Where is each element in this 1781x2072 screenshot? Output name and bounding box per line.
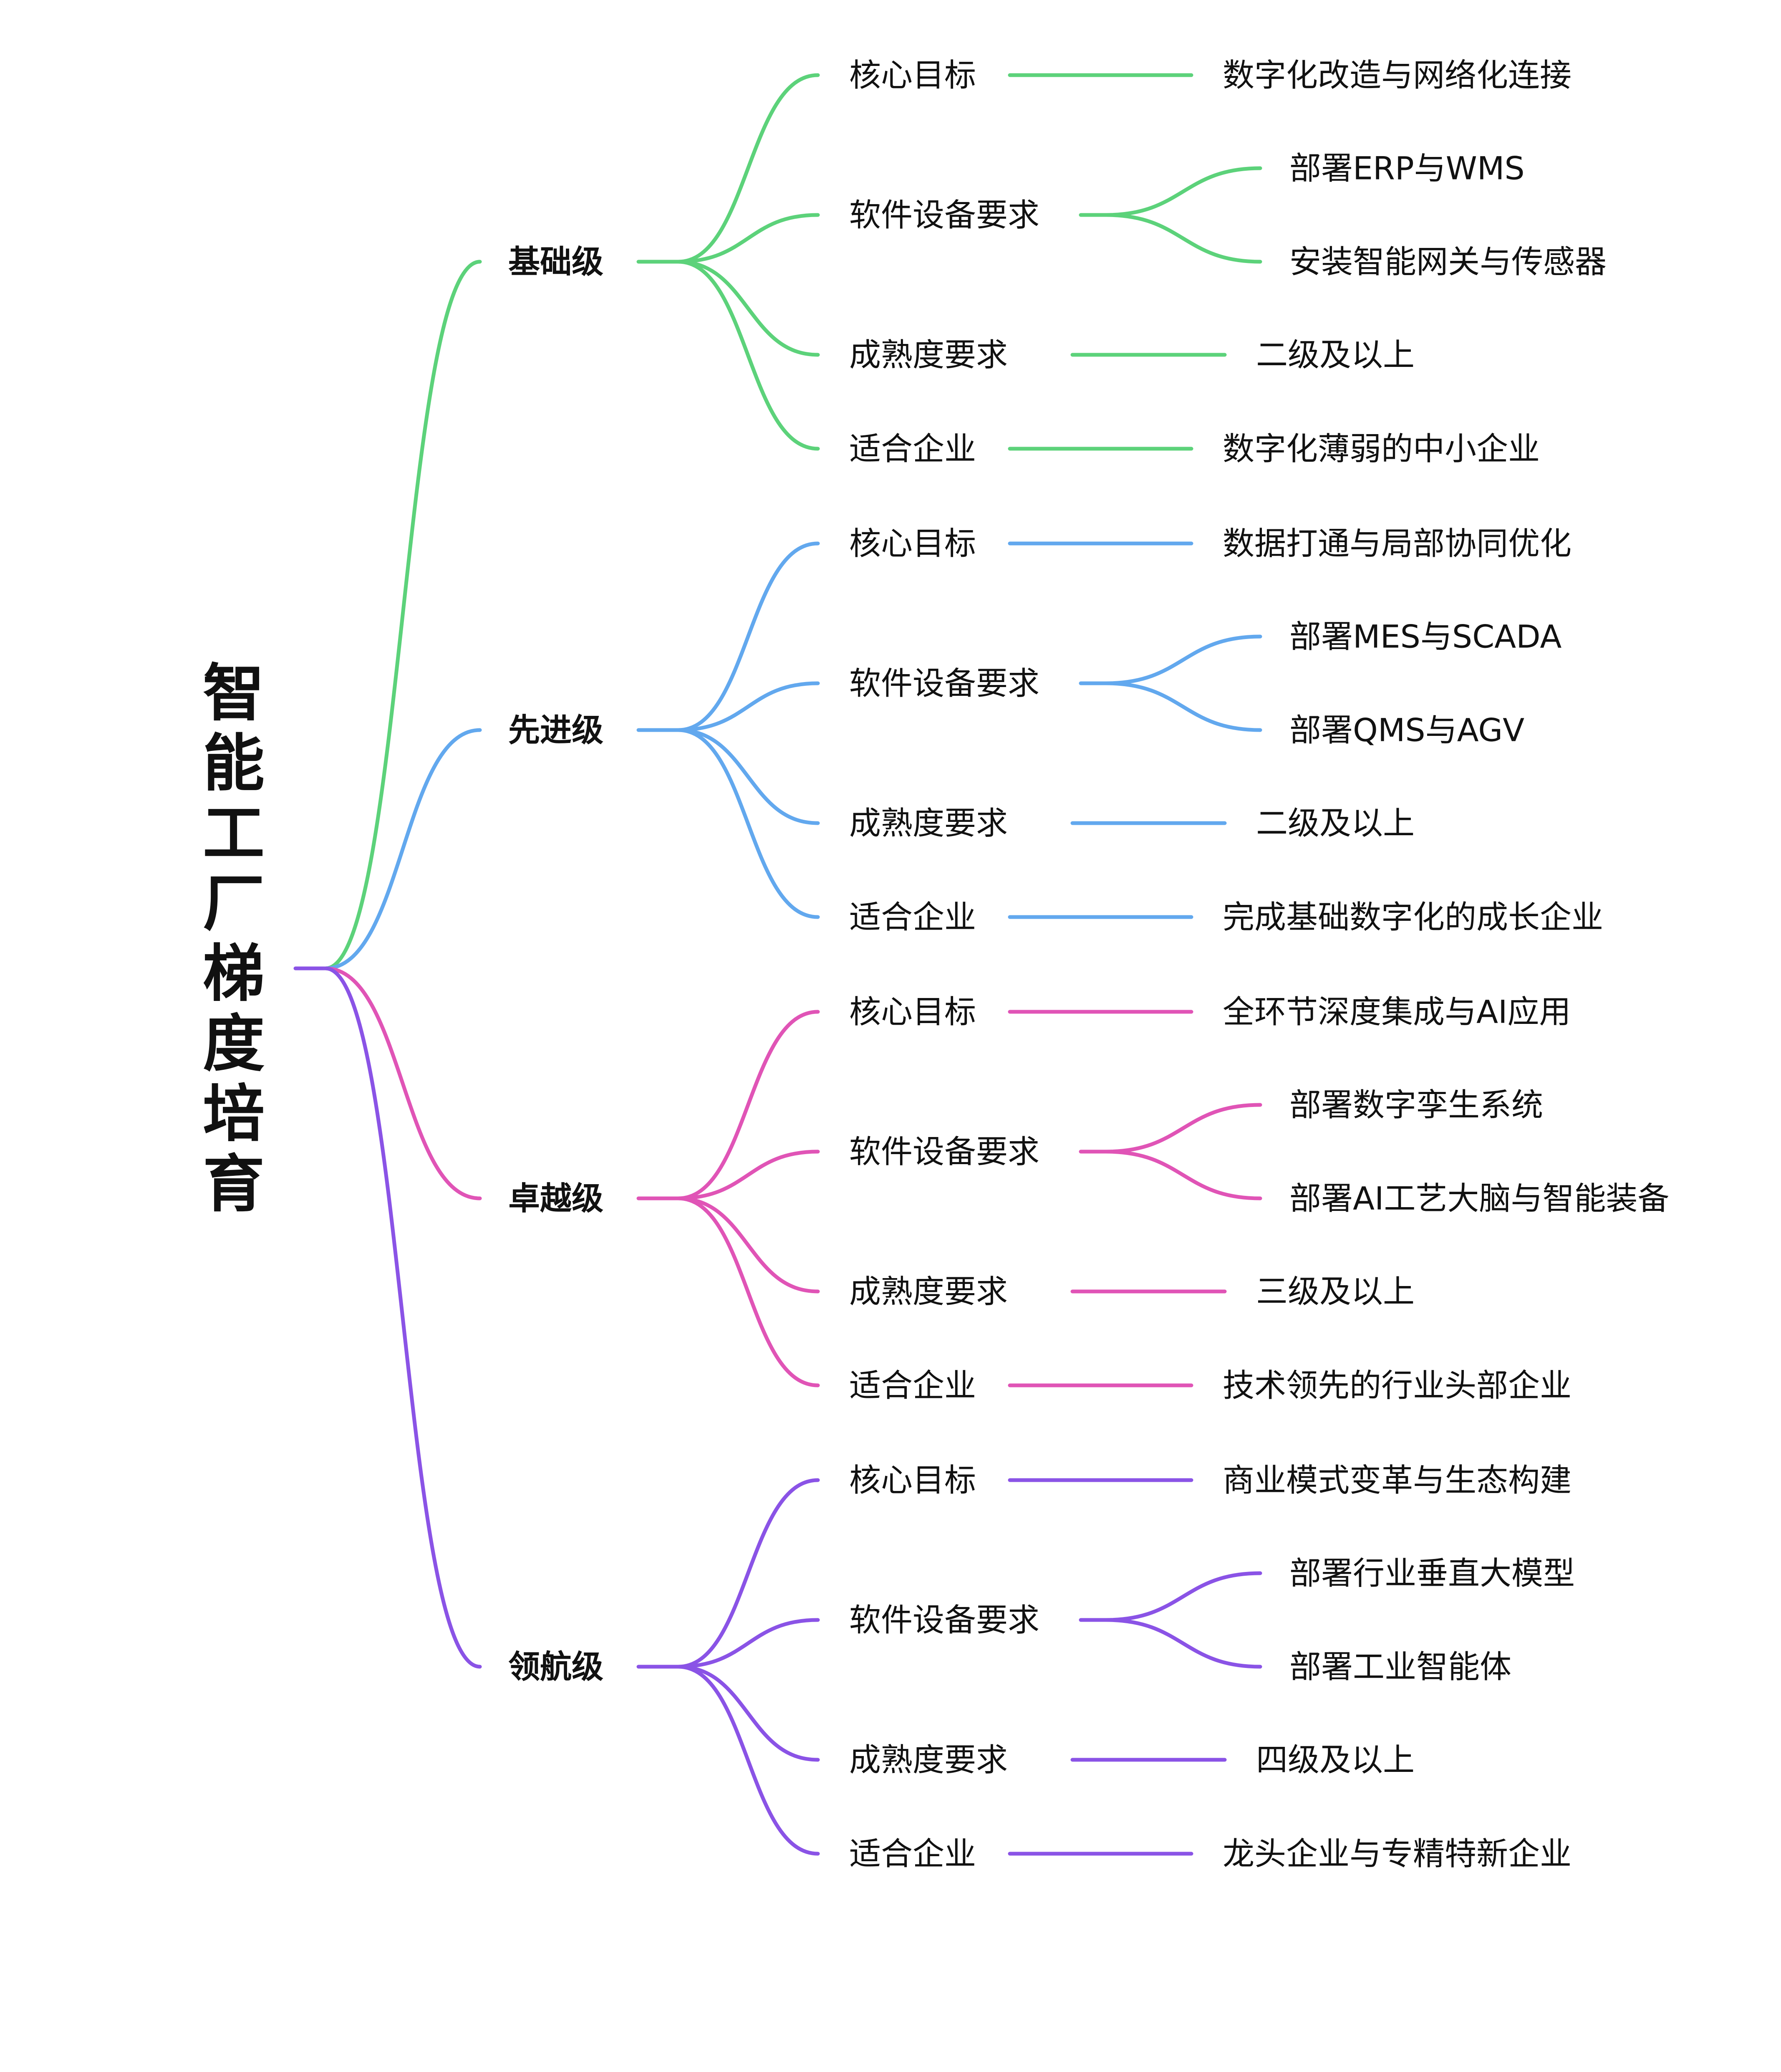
level-to-category-connector <box>676 1665 820 1856</box>
value-label: 龙头企业与专精特新企业 <box>1223 1835 1572 1872</box>
root-title-char: 工 <box>203 798 265 869</box>
level-label: 先进级 <box>508 712 603 749</box>
category-label: 成熟度要求 <box>849 1273 1008 1310</box>
category-label: 适合企业 <box>849 1835 976 1872</box>
connector-lines <box>293 73 1262 1856</box>
category-label: 适合企业 <box>849 1367 976 1404</box>
value-label: 部署ERP与WMS <box>1289 150 1525 187</box>
mind-map-nodes: 智能工厂梯度培育基础级核心目标数字化改造与网络化连接软件设备要求部署ERP与WM… <box>203 57 1669 1872</box>
level-to-category-connector <box>676 681 820 732</box>
category-label: 核心目标 <box>849 525 976 562</box>
level-to-category-connector <box>676 728 820 919</box>
value-label: 二级及以上 <box>1256 805 1415 842</box>
value-label: 安装智能网关与传感器 <box>1289 243 1607 280</box>
category-label: 成熟度要求 <box>849 336 1008 374</box>
root-to-level-connector <box>323 966 482 1200</box>
value-label: 二级及以上 <box>1256 336 1415 374</box>
category-label: 软件设备要求 <box>849 197 1039 234</box>
root-title-char: 度 <box>203 1008 265 1080</box>
value-label: 部署工业智能体 <box>1289 1648 1511 1685</box>
root-title-char: 育 <box>203 1148 265 1220</box>
level-to-category-connector <box>676 1150 820 1200</box>
category-label: 软件设备要求 <box>849 1602 1039 1639</box>
level-to-category-connector <box>676 213 820 264</box>
value-label: 数字化薄弱的中小企业 <box>1223 430 1540 467</box>
level-label: 基础级 <box>508 243 603 280</box>
root-to-level-connector <box>323 966 482 1669</box>
level-to-category-connector <box>676 260 820 357</box>
root-title-char: 培 <box>203 1078 265 1150</box>
value-label: 四级及以上 <box>1256 1741 1415 1779</box>
category-to-value-connector <box>1104 681 1262 732</box>
level-to-category-connector <box>676 1618 820 1669</box>
category-label: 核心目标 <box>849 993 976 1031</box>
category-to-value-connector <box>1104 1571 1262 1622</box>
value-label: 数字化改造与网络化连接 <box>1223 57 1572 94</box>
category-label: 适合企业 <box>849 430 976 467</box>
level-label: 卓越级 <box>508 1180 603 1217</box>
root-to-level-connector <box>323 728 482 970</box>
category-label: 核心目标 <box>849 57 976 94</box>
value-label: 部署QMS与AGV <box>1289 712 1524 749</box>
value-label: 数据打通与局部协同优化 <box>1223 525 1572 562</box>
category-to-value-connector <box>1104 1618 1262 1669</box>
level-to-category-connector <box>676 728 820 825</box>
level-to-category-connector <box>676 73 820 264</box>
level-label: 领航级 <box>508 1648 603 1685</box>
category-to-value-connector <box>1104 1103 1262 1154</box>
value-label: 全环节深度集成与AI应用 <box>1223 993 1571 1031</box>
value-label: 部署数字孪生系统 <box>1289 1087 1543 1124</box>
root-title: 智能工厂梯度培育 <box>203 657 265 1220</box>
category-label: 成熟度要求 <box>849 805 1008 842</box>
category-to-value-connector <box>1104 634 1262 685</box>
value-label: 三级及以上 <box>1256 1273 1415 1310</box>
value-label: 部署行业垂直大模型 <box>1289 1555 1575 1592</box>
category-to-value-connector <box>1104 1150 1262 1200</box>
root-to-level-connector <box>323 260 482 970</box>
category-label: 软件设备要求 <box>849 665 1039 702</box>
level-to-category-connector <box>676 1010 820 1200</box>
root-title-char: 能 <box>203 728 265 799</box>
category-label: 适合企业 <box>849 899 976 936</box>
root-title-char: 智 <box>203 657 265 729</box>
root-title-char: 厂 <box>203 868 265 940</box>
category-label: 成熟度要求 <box>849 1741 1008 1779</box>
value-label: 部署MES与SCADA <box>1289 618 1562 655</box>
value-label: 完成基础数字化的成长企业 <box>1223 899 1603 936</box>
level-to-category-connector <box>676 260 820 451</box>
value-label: 技术领先的行业头部企业 <box>1223 1367 1572 1404</box>
category-label: 软件设备要求 <box>849 1133 1039 1170</box>
level-to-category-connector <box>676 541 820 732</box>
category-label: 核心目标 <box>849 1462 976 1499</box>
category-to-value-connector <box>1104 213 1262 264</box>
level-to-category-connector <box>676 1478 820 1669</box>
category-to-value-connector <box>1104 166 1262 217</box>
root-title-char: 梯 <box>203 938 265 1010</box>
value-label: 部署AI工艺大脑与智能装备 <box>1289 1180 1669 1217</box>
level-to-category-connector <box>676 1196 820 1294</box>
level-to-category-connector <box>676 1196 820 1387</box>
value-label: 商业模式变革与生态构建 <box>1223 1462 1572 1499</box>
level-to-category-connector <box>676 1665 820 1762</box>
